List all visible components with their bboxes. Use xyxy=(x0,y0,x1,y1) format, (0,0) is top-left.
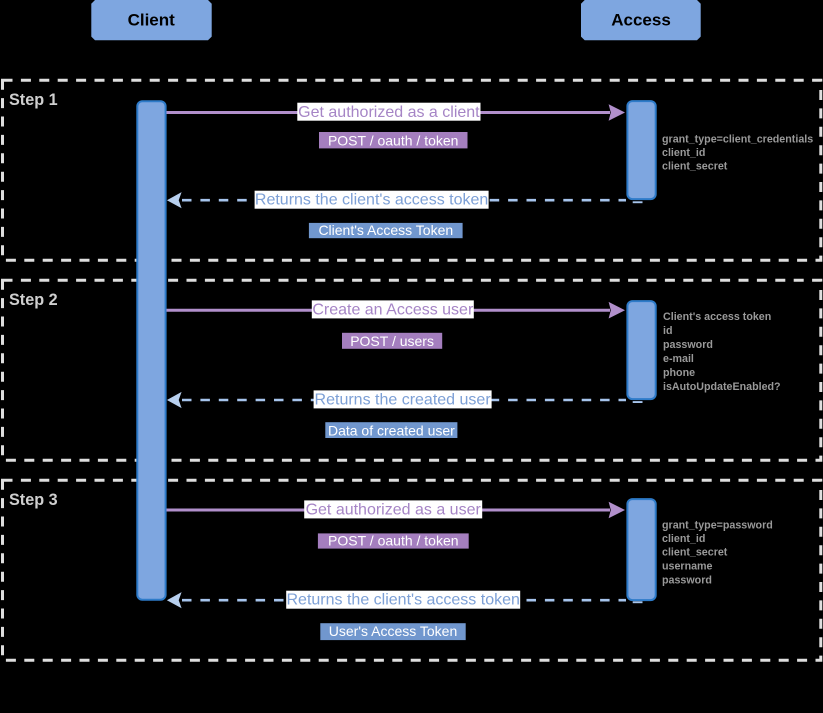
svg-text:e-mail: e-mail xyxy=(663,353,694,365)
svg-text:isAutoUpdateEnabled?: isAutoUpdateEnabled? xyxy=(663,381,781,393)
svg-text:Step 2: Step 2 xyxy=(9,291,58,309)
svg-text:User's Access Token: User's Access Token xyxy=(329,623,457,639)
svg-text:Returns the client's access to: Returns the client's access token xyxy=(287,592,520,609)
svg-text:client_id: client_id xyxy=(662,147,705,159)
svg-text:phone: phone xyxy=(663,367,695,379)
svg-text:POST / users: POST / users xyxy=(350,333,434,349)
svg-text:Client's Access Token: Client's Access Token xyxy=(318,222,453,238)
svg-text:Client's access token: Client's access token xyxy=(663,311,771,323)
svg-text:client_id: client_id xyxy=(662,533,705,545)
svg-text:Returns the client's access to: Returns the client's access token xyxy=(255,192,488,209)
svg-text:grant_type=client_credentials: grant_type=client_credentials xyxy=(662,134,813,146)
svg-text:grant_type=password: grant_type=password xyxy=(662,520,773,532)
svg-text:password: password xyxy=(662,575,712,587)
svg-text:client_secret: client_secret xyxy=(662,161,728,173)
svg-text:Step 1: Step 1 xyxy=(9,91,58,109)
svg-text:client_secret: client_secret xyxy=(662,547,728,559)
svg-text:username: username xyxy=(662,561,713,573)
svg-text:id: id xyxy=(663,325,673,337)
svg-text:Step 3: Step 3 xyxy=(9,491,58,509)
svg-text:Returns the created user: Returns the created user xyxy=(315,391,492,408)
svg-text:Client: Client xyxy=(128,11,176,30)
svg-text:password: password xyxy=(663,339,713,351)
svg-text:POST / oauth / token: POST / oauth / token xyxy=(328,132,458,148)
svg-text:POST / oauth / token: POST / oauth / token xyxy=(328,533,458,549)
svg-text:Create an Access user: Create an Access user xyxy=(312,302,474,319)
svg-text:Access: Access xyxy=(611,11,671,30)
svg-text:Get authorized as a client: Get authorized as a client xyxy=(298,104,480,121)
svg-text:Data of created user: Data of created user xyxy=(328,422,455,438)
svg-text:Get authorized as a user: Get authorized as a user xyxy=(306,502,482,519)
